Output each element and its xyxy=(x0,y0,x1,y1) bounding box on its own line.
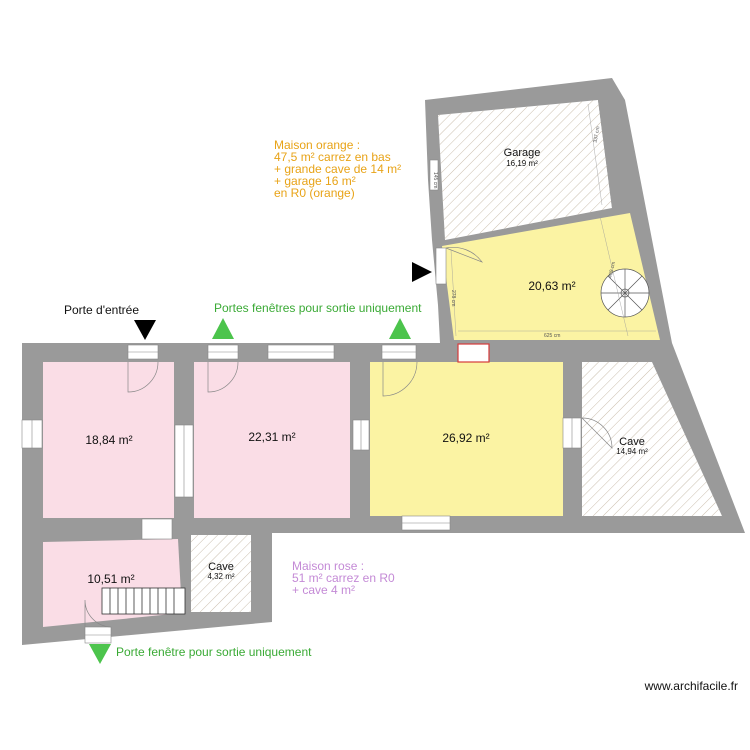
dim-garage-height: 145 cm xyxy=(432,172,438,188)
orange-note-line-5: en R0 (orange) xyxy=(274,186,355,200)
red-marker xyxy=(457,343,490,363)
garage-area: 16,19 m² xyxy=(506,159,538,168)
window-lines xyxy=(31,351,573,636)
wall-garage-right xyxy=(598,93,630,213)
orange-note-line-4: + garage 16 m² xyxy=(274,174,356,188)
exit-arrow-icon-2 xyxy=(389,318,411,339)
french-window-single-label: Porte fenêtre pour sortie uniquement xyxy=(116,645,312,659)
room-pink-1 xyxy=(43,362,174,518)
orange-note-line-3: + grande cave de 14 m² xyxy=(274,162,401,176)
room-upper-yellow xyxy=(442,213,660,340)
pink-note-line-3: + cave 4 m² xyxy=(292,583,355,597)
entrance-label: Porte d'entrée xyxy=(64,303,139,317)
entrance-arrow-icon xyxy=(134,320,156,340)
room-garage-hatch xyxy=(438,100,612,240)
dim-garage-width: 337 cm xyxy=(593,126,602,143)
dimension-lines xyxy=(450,103,656,337)
exit-arrow-icon-1 xyxy=(212,318,234,339)
garage-name: Garage xyxy=(504,147,541,159)
room1-area: 18,84 m² xyxy=(85,433,132,447)
cave-right-area: 14,94 m² xyxy=(616,447,648,456)
room-yellow-main xyxy=(370,362,563,516)
pink-note-line-2: 51 m² carrez en R0 xyxy=(292,571,395,585)
room-cave-right-hatch xyxy=(582,362,722,516)
windows xyxy=(21,159,582,644)
stairs xyxy=(101,587,186,615)
dim-upper-bottom: 625 cm xyxy=(544,333,560,339)
spiral-stair xyxy=(600,268,650,318)
room3-area: 26,92 m² xyxy=(442,431,489,445)
pink-note-line-1: Maison rose : xyxy=(292,559,364,573)
cave-small-area: 4,32 m² xyxy=(207,572,234,581)
exit-arrow-icon-3 xyxy=(89,644,111,664)
dim-upper-right: 409 cm xyxy=(608,261,618,278)
orange-note-line-2: 47,5 m² carrez en bas xyxy=(274,150,391,164)
room-cave-small-hatch xyxy=(191,535,251,612)
room2-area: 22,31 m² xyxy=(248,430,295,444)
upper-yellow-area: 20,63 m² xyxy=(528,279,575,293)
cave-right-name: Cave xyxy=(619,436,645,448)
cave-small-name: Cave xyxy=(208,561,234,573)
room-small-area: 10,51 m² xyxy=(87,572,134,586)
side-entrance-arrow-icon xyxy=(412,262,432,282)
pink-note: Maison rose : 51 m² carrez en R0 + cave … xyxy=(292,559,395,597)
french-windows-label: Portes fenêtres pour sortie uniquement xyxy=(214,301,422,315)
door-swings xyxy=(84,247,613,628)
watermark: www.archifacile.fr xyxy=(644,679,738,693)
dim-upper-left: 278 cm xyxy=(450,290,456,306)
room-pink-2 xyxy=(194,362,350,518)
orange-note-line-1: Maison orange : xyxy=(274,138,360,152)
orange-note: Maison orange : 47,5 m² carrez en bas + … xyxy=(274,138,401,200)
